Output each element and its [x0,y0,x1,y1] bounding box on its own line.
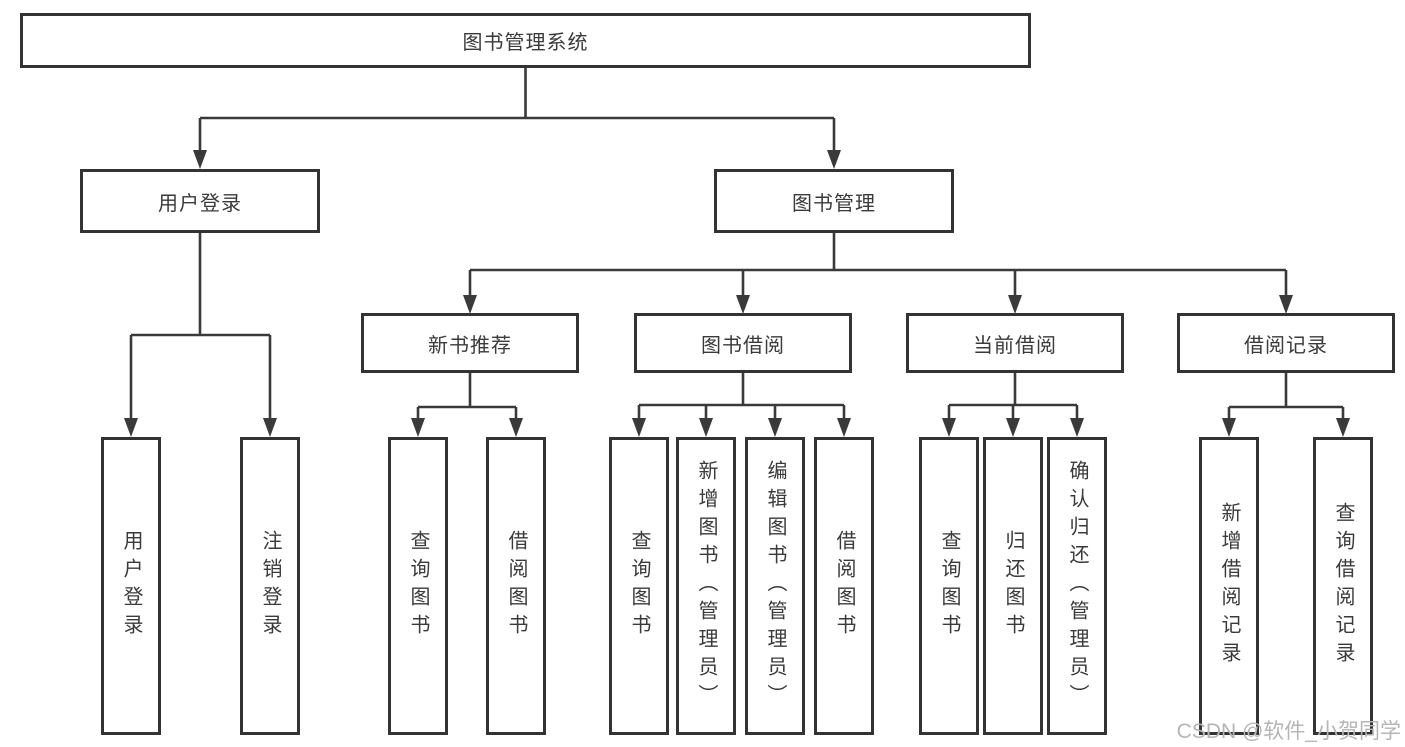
node-book-management: 图书管理 [714,169,954,233]
node-new-book-recommend: 新书推荐 [361,313,579,373]
arrowheads [124,150,1350,437]
leaf-query-book-borrow-label: 查询图书 [628,530,650,642]
node-current-borrow-label: 当前借阅 [973,334,1057,357]
node-new-book-recommend-label: 新书推荐 [428,334,512,357]
leaf-add-book-admin: 新增图书（管理员） [676,437,736,735]
leaf-return-book-label: 归还图书 [1002,530,1024,642]
leaf-query-book-recommend: 查询图书 [388,437,448,735]
node-user-login: 用户登录 [80,169,320,233]
node-root-label: 图书管理系统 [462,32,589,54]
leaf-edit-book-admin: 编辑图书（管理员） [745,437,805,735]
leaf-edit-book-admin-label: 编辑图书（管理员） [764,460,786,712]
leaf-add-book-admin-label: 新增图书（管理员） [695,460,717,712]
leaf-query-borrow-record: 查询借阅记录 [1313,437,1373,735]
leaf-add-borrow-record-label: 新增借阅记录 [1218,502,1240,670]
leaf-return-book: 归还图书 [983,437,1043,735]
leaf-user-login: 用户登录 [101,437,161,735]
node-borrow-records-label: 借阅记录 [1244,334,1328,357]
node-book-management-label: 图书管理 [792,192,876,215]
leaf-query-book-current: 查询图书 [919,437,979,735]
leaf-borrow-book: 借阅图书 [814,437,874,735]
leaf-logout-label: 注销登录 [259,530,281,642]
leaf-query-borrow-record-label: 查询借阅记录 [1332,502,1354,670]
node-book-borrow: 图书借阅 [634,313,852,373]
leaf-add-borrow-record: 新增借阅记录 [1199,437,1259,735]
leaf-confirm-return-admin: 确认归还（管理员） [1047,437,1107,735]
leaf-borrow-book-recommend-label: 借阅图书 [505,530,527,642]
csdn-watermark: CSDN @软件_小贺同学 [1176,720,1401,743]
leaf-query-book-current-label: 查询图书 [938,530,960,642]
leaf-query-book-recommend-label: 查询图书 [407,530,429,642]
leaf-borrow-book-label: 借阅图书 [833,530,855,642]
leaf-logout: 注销登录 [240,437,300,735]
leaf-confirm-return-admin-label: 确认归还（管理员） [1066,460,1088,712]
node-current-borrow: 当前借阅 [906,313,1124,373]
node-book-borrow-label: 图书借阅 [701,334,785,357]
leaf-query-book-borrow: 查询图书 [609,437,669,735]
node-user-login-label: 用户登录 [158,192,242,215]
leaf-user-login-label: 用户登录 [120,530,142,642]
node-root-library-management-system: 图书管理系统 [20,13,1031,68]
node-borrow-records: 借阅记录 [1177,313,1395,373]
leaf-borrow-book-recommend: 借阅图书 [486,437,546,735]
